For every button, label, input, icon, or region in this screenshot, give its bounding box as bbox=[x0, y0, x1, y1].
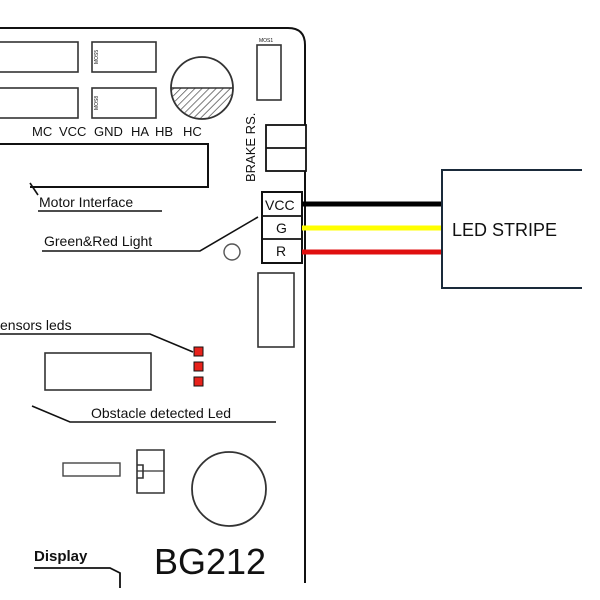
chip-top-left-2 bbox=[0, 87, 79, 119]
sensor-led-1 bbox=[193, 346, 204, 357]
chip-middle bbox=[44, 352, 152, 391]
chip-mos1 bbox=[256, 44, 282, 101]
sensor-led-2 bbox=[193, 361, 204, 372]
display-label: Display bbox=[34, 548, 88, 565]
led-stripe-label: LED STRIPE bbox=[452, 220, 557, 240]
capacitor-lower bbox=[191, 451, 267, 527]
mount-hole bbox=[223, 243, 241, 261]
chip-mos8 bbox=[91, 87, 157, 119]
mos5-label: MOS5 bbox=[94, 50, 100, 64]
chip-top-left-1 bbox=[0, 41, 79, 73]
led-stripe-box bbox=[441, 169, 582, 289]
sensor-led-3 bbox=[193, 376, 204, 387]
green-red-light-label: Green&Red Light bbox=[44, 233, 152, 249]
component-right bbox=[257, 272, 295, 348]
board-model: BG212 bbox=[154, 541, 266, 582]
motor-pin-hc: HC bbox=[183, 124, 202, 139]
motor-pin-vcc: VCC bbox=[59, 124, 86, 139]
mos1-label: MOS1 bbox=[259, 38, 273, 44]
resistor-lower bbox=[62, 462, 121, 477]
light-pin-vcc: VCC bbox=[265, 197, 295, 213]
brake-label: BRAKE RS. bbox=[243, 113, 258, 182]
light-pin-g: G bbox=[276, 220, 287, 236]
motor-pin-ha: HA bbox=[131, 124, 149, 139]
motor-pin-gnd: GND bbox=[94, 124, 123, 139]
motor-pin-hb: HB bbox=[155, 124, 173, 139]
motor-connector bbox=[0, 143, 209, 188]
obstacle-label: Obstacle detected Led bbox=[91, 405, 231, 421]
chip-mos5 bbox=[91, 41, 157, 73]
motor-pin-mc: MC bbox=[32, 124, 52, 139]
pcb-outline bbox=[0, 27, 306, 583]
mos8-label: MOS8 bbox=[94, 96, 100, 110]
light-pin-r: R bbox=[276, 243, 286, 259]
sensors-leds-label: ensors leds bbox=[0, 317, 72, 333]
motor-interface-label: Motor Interface bbox=[39, 194, 133, 210]
